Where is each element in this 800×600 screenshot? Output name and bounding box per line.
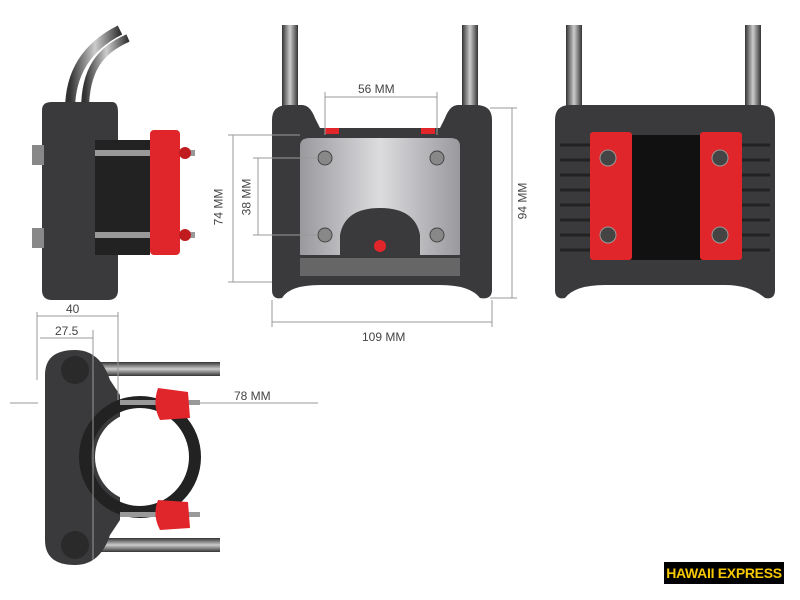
clamp-view — [45, 350, 220, 565]
dim-plate-height: 74 MM — [211, 188, 226, 226]
dim-front-width: 109 MM — [362, 330, 406, 344]
back-view — [555, 25, 775, 299]
dimension-lines — [10, 92, 517, 560]
dim-clamp-offset-outer: 40 — [66, 302, 80, 316]
release-button — [374, 240, 386, 252]
dim-clamp-offset-inner: 27.5 — [55, 324, 79, 338]
dim-hole-spacing-vertical: 38 MM — [239, 178, 254, 216]
dim-clamp-diameter: 78 MM — [234, 389, 271, 403]
front-view — [272, 25, 492, 299]
dim-front-height: 94 MM — [515, 182, 530, 220]
side-view — [32, 25, 195, 300]
dim-hole-spacing-horizontal: 56 MM — [358, 82, 395, 96]
mounting-plate — [300, 138, 460, 255]
red-clamp — [150, 130, 180, 255]
brand-logo: HAWAII EXPRESS — [664, 562, 784, 584]
